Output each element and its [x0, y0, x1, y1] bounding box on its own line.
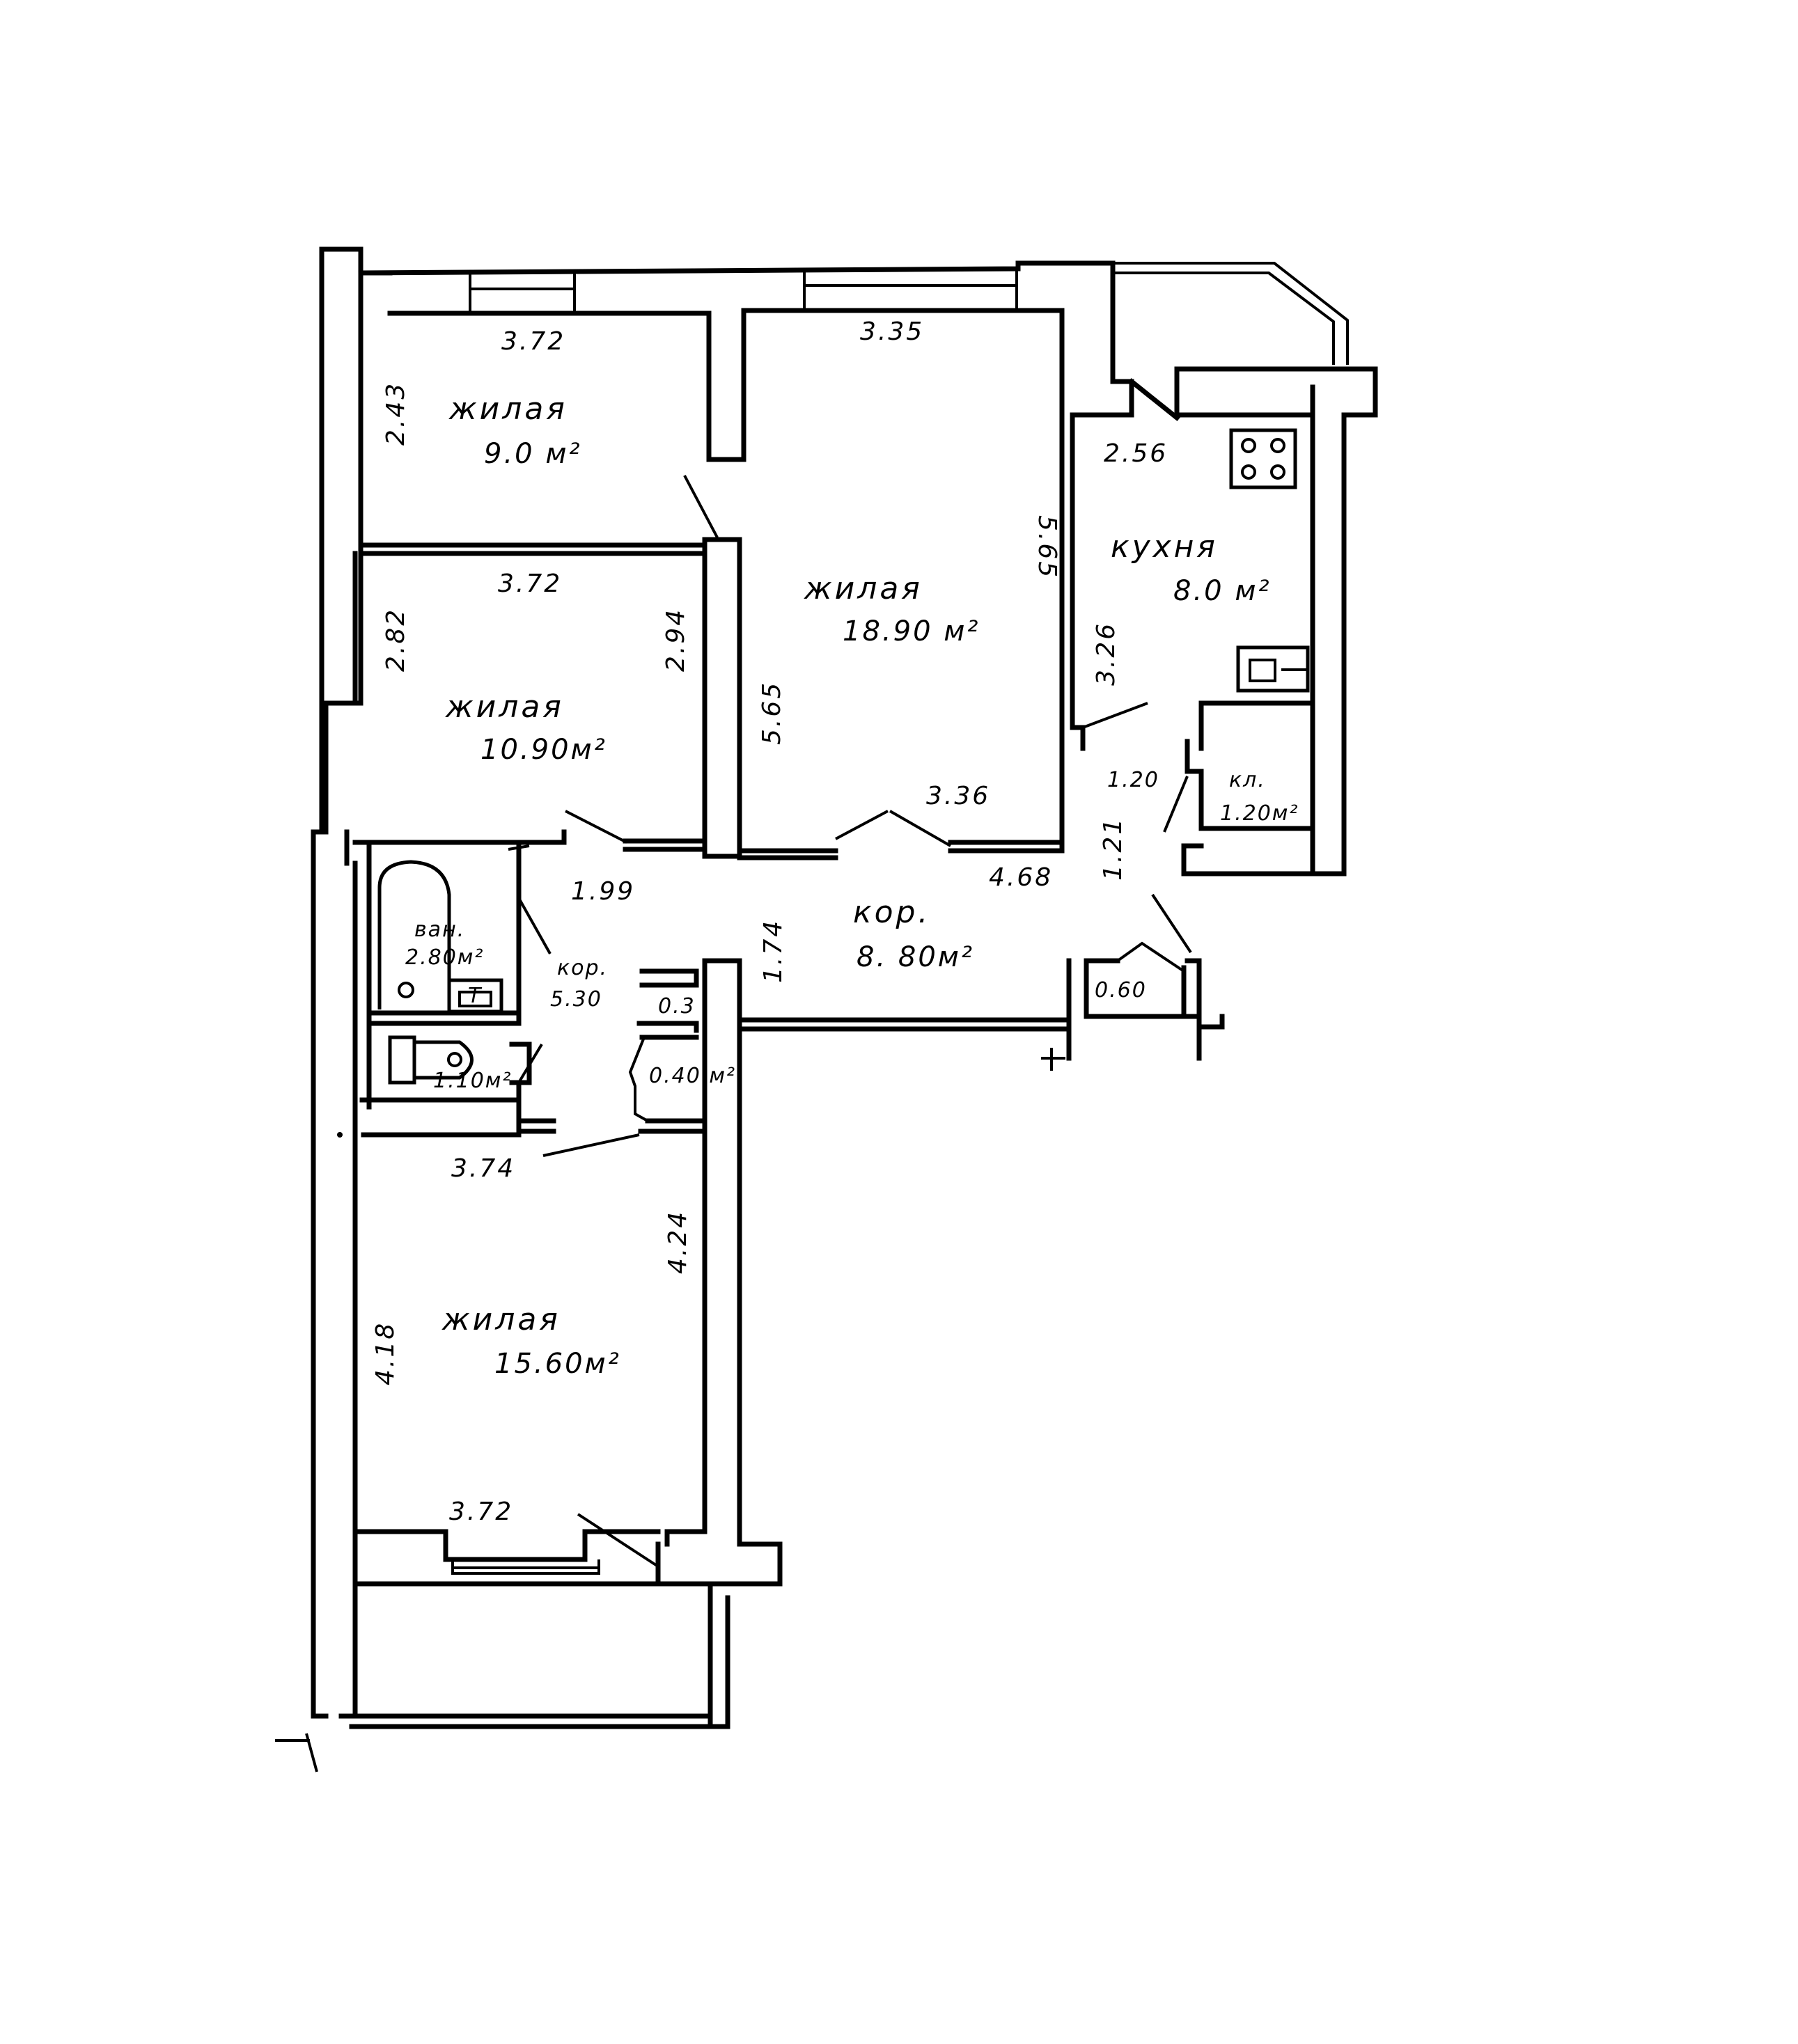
stove-burner-icon — [1241, 464, 1256, 480]
kitchen-area: 8.0 м² — [1173, 575, 1272, 607]
door-kitchen — [1082, 702, 1148, 729]
stove-burner-icon — [1270, 438, 1285, 453]
kitchen-walls — [1059, 366, 1378, 876]
dim-corridor-small: 1.99 — [571, 877, 635, 906]
door-living-b — [889, 810, 951, 847]
balcony-top-right — [1113, 262, 1349, 365]
closet-b-door — [628, 1037, 648, 1122]
bathroom-name: ван. — [414, 918, 465, 942]
bedroom-top-area: 9.0 м² — [484, 438, 582, 470]
dim-living-width: 3.35 — [860, 317, 924, 346]
walls — [275, 246, 1378, 1772]
door-bathroom — [517, 897, 552, 954]
wall-break-symbol — [275, 1733, 318, 1772]
leader-bedroom-bottom — [542, 1133, 640, 1157]
dim-bedroom-mid-right: 2.94 — [662, 608, 690, 672]
corridor-small-area: 5.30 — [550, 987, 602, 1012]
outer-wall-top — [358, 260, 1134, 462]
bedroom-top-name: жилая — [448, 391, 568, 427]
dim-living-right: 5.65 — [1033, 515, 1061, 579]
living-room-name: жилая — [804, 571, 923, 606]
dim-pantry: 1.20 — [1107, 768, 1159, 792]
window-top-left — [469, 273, 576, 313]
dim-bedroom-bottom-right: 4.24 — [664, 1210, 692, 1274]
corridor-small-name: кор. — [557, 956, 608, 980]
bedroom-mid-name: жилая — [445, 689, 564, 725]
wc-area: 1.10м² — [433, 1069, 512, 1093]
corridor-main-area: 8. 80м² — [857, 941, 974, 973]
stove-burner-icon — [1241, 438, 1256, 453]
corridor-bottom-wall — [741, 958, 1225, 1061]
dim-corridor-b: 1.21 — [1099, 817, 1127, 881]
dim-kitchen-height: 3.26 — [1092, 622, 1120, 686]
door-living-a — [835, 810, 889, 840]
dot-mark — [337, 1132, 343, 1138]
door-swings — [508, 475, 1192, 1568]
toilet-hole-icon — [447, 1052, 462, 1067]
toilet-letter: Т — [468, 984, 483, 1008]
partition-living-left — [702, 537, 742, 859]
closet-walls — [636, 968, 708, 1134]
washbasin-bowl-icon — [458, 991, 492, 1007]
door-corridor-right — [1151, 893, 1192, 954]
balcony-bottom — [349, 1581, 730, 1729]
closet-a-area: 0.3 — [658, 994, 696, 1019]
pantry-name: кл. — [1229, 768, 1266, 792]
closet-c-area: 0.60 — [1095, 978, 1147, 1003]
toilet-bowl-icon — [416, 1040, 474, 1080]
living-room-area: 18.90 м² — [843, 615, 980, 647]
dim-bedroom-top-width: 3.72 — [501, 327, 565, 356]
door-closet-c — [1116, 941, 1185, 973]
dim-bedroom-top-height: 2.43 — [382, 382, 410, 446]
dim-living-bottom: 3.36 — [926, 782, 990, 810]
door-bedroom-top — [683, 475, 719, 538]
stove-icon — [1229, 428, 1297, 489]
bedroom-mid-area: 10.90м² — [480, 734, 607, 766]
door-bedroom-bottom — [577, 1513, 659, 1568]
pantry-walls — [1181, 700, 1315, 876]
washbasin-icon — [447, 978, 503, 1014]
corridor-main-name: кор. — [853, 895, 930, 930]
corridor-partition — [508, 844, 530, 851]
fixtures — [337, 428, 1310, 1138]
closet-b-area: 0.40 м² — [649, 1064, 736, 1088]
pantry-area: 1.20м² — [1220, 801, 1299, 826]
window-top-mid — [803, 269, 1018, 310]
door-pantry — [1163, 776, 1189, 833]
dim-bedroom-mid-left: 2.82 — [382, 608, 410, 672]
dim-bedroom-mid-width: 3.72 — [498, 569, 562, 598]
toilet-tank-icon — [388, 1035, 416, 1085]
bathtub-icon — [377, 860, 451, 1009]
column-mark — [1041, 1048, 1065, 1071]
dim-corridor-a: 4.68 — [989, 863, 1053, 892]
bathroom-area: 2.80м² — [405, 945, 484, 970]
dim-corridor-c: 1.74 — [759, 919, 788, 983]
door-wc — [517, 1043, 543, 1084]
kitchen-name: кухня — [1111, 529, 1218, 565]
partition-bedrooms — [358, 542, 708, 556]
corridor-top-wall — [352, 829, 1065, 860]
door-bedroom-mid — [565, 810, 627, 844]
dim-bedroom-bottom-bottom: 3.72 — [449, 1497, 513, 1526]
dim-bedroom-bottom-top: 3.74 — [451, 1154, 515, 1183]
window-bottom — [451, 1559, 600, 1575]
bedroom-bottom-walls — [352, 1167, 661, 1562]
bedroom-bottom-name: жилая — [441, 1302, 561, 1337]
dim-bedroom-bottom-left: 4.18 — [371, 1321, 400, 1385]
dim-kitchen-width: 2.56 — [1104, 439, 1168, 468]
bath-drain-icon — [398, 982, 414, 998]
stove-burner-icon — [1270, 464, 1285, 480]
kitchen-sink-basin-icon — [1249, 659, 1276, 682]
bedroom-bottom-area: 15.60м² — [494, 1348, 621, 1380]
dim-living-left: 5.65 — [758, 681, 786, 745]
labels: 3.72 2.43 жилая 9.0 м² 3.72 2.82 2.94 жи… — [371, 317, 1299, 1526]
